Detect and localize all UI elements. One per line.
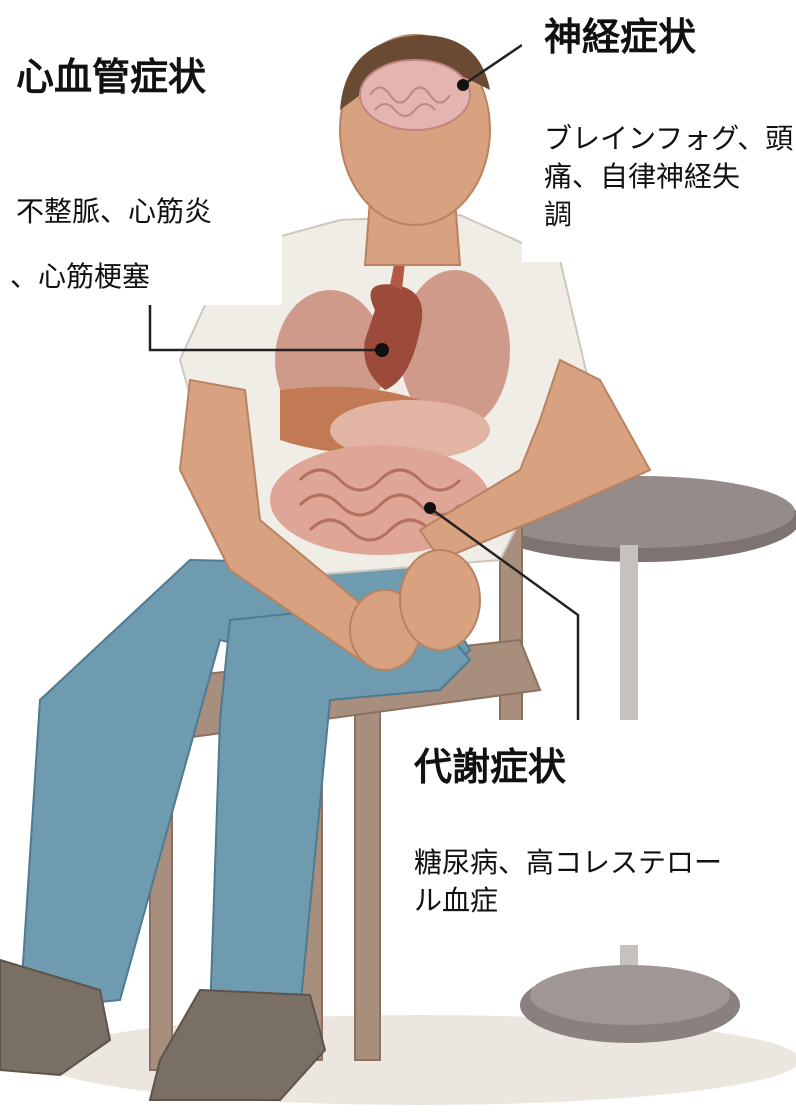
intestine-dot bbox=[424, 502, 436, 514]
neuro-desc-line-2: 痛、自律神経失 bbox=[544, 159, 741, 193]
shoes bbox=[0, 958, 327, 1101]
brain-dot bbox=[457, 79, 469, 91]
heart-dot bbox=[375, 343, 389, 357]
neuro-desc-line-1: ブレインフォグ、頭 bbox=[544, 122, 794, 155]
metabolic-label-box: 代謝症状 糖尿病、高コレステロー ル血症 bbox=[396, 720, 756, 945]
neuro-title: 神経症状 bbox=[544, 15, 697, 59]
cardio-label-box: 心血管症状 不整脈、心筋炎 、心筋梗塞 bbox=[0, 30, 282, 305]
metabolic-desc-line-2: ル血症 bbox=[414, 883, 499, 917]
metabolic-title: 代謝症状 bbox=[414, 745, 567, 789]
metabolic-leader-line bbox=[429, 506, 580, 720]
cardio-title: 心血管症状 bbox=[16, 55, 207, 99]
brain-organ bbox=[359, 59, 471, 131]
metabolic-desc: 糖尿病、高コレステロー ル血症 bbox=[414, 844, 754, 920]
arms bbox=[178, 358, 652, 671]
head bbox=[339, 34, 491, 266]
neuro-leader-line bbox=[462, 43, 523, 87]
neuro-desc: ブレインフォグ、頭 痛、自律神経失 調 bbox=[544, 120, 796, 233]
neuro-label-box: 神経症状 ブレインフォグ、頭 痛、自律神経失 調 bbox=[522, 0, 796, 262]
leader-lines bbox=[148, 43, 580, 720]
cardio-desc-line-2: 、心筋梗塞 bbox=[10, 260, 151, 293]
leader-dots bbox=[375, 79, 469, 514]
heart-organ bbox=[364, 284, 423, 390]
metabolic-desc-line-1: 糖尿病、高コレステロー bbox=[414, 846, 723, 879]
cardio-leader-line bbox=[148, 305, 382, 352]
neuro-desc-line-3: 調 bbox=[544, 197, 573, 231]
cardio-desc-line-1: 不整脈、心筋炎 bbox=[16, 195, 213, 228]
organs bbox=[270, 260, 510, 555]
